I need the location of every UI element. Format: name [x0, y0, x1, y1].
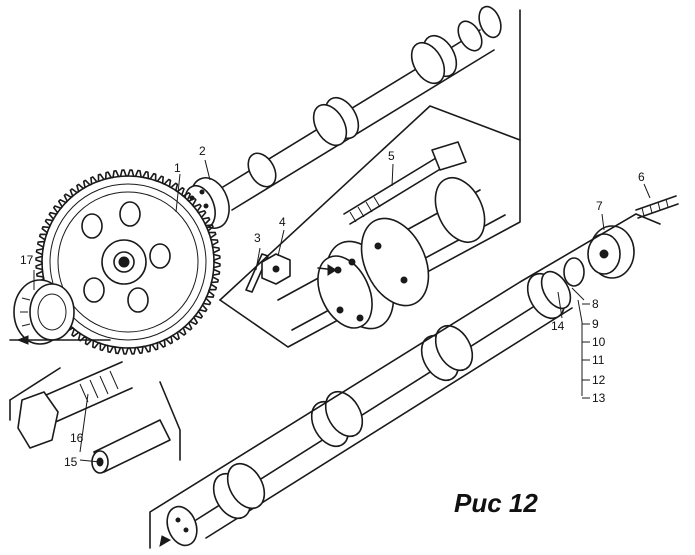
callout-3: 3: [254, 231, 261, 245]
detail-frame: [219, 9, 521, 348]
gear-teeth: [35, 169, 221, 355]
callout-6: 6: [638, 170, 645, 184]
callout-17: 17: [20, 253, 34, 267]
callout-13: 13: [592, 391, 606, 405]
bearing-part-17: [13, 279, 75, 345]
callout-14: 14: [551, 319, 565, 333]
lower-camshaft: [149, 195, 679, 549]
figure-caption: Рис 12: [454, 488, 538, 518]
callout-9: 9: [592, 317, 599, 331]
callout-11: 11: [592, 353, 605, 367]
callout-15: 15: [64, 455, 78, 469]
callout-bracket-ticks: [582, 303, 590, 399]
callout-10: 10: [592, 335, 606, 349]
callout-8: 8: [592, 297, 599, 311]
callout-7: 7: [596, 199, 603, 213]
bolt-and-sleeve: [9, 335, 181, 474]
callout-1: 1: [174, 161, 181, 175]
callout-16: 16: [70, 431, 84, 445]
callout-5: 5: [388, 149, 395, 163]
callout-12: 12: [592, 373, 606, 387]
callout-4: 4: [279, 215, 286, 229]
callout-2: 2: [199, 144, 206, 158]
camshaft-gear: [35, 169, 221, 355]
leader-lines: [33, 159, 651, 463]
callout-labels: 1 2 3 4 5 6 7 8 9 10 11 12 13 14 15 16 1…: [20, 144, 645, 469]
